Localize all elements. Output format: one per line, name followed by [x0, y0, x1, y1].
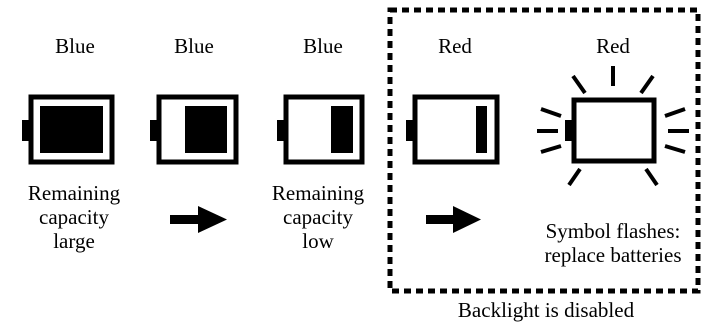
- caption-line: Symbol flashes:: [545, 219, 681, 243]
- battery-icon-very-low: [406, 94, 500, 165]
- state-color-label: Blue: [174, 34, 214, 58]
- battery-icon-low: [277, 94, 365, 165]
- right-arrow-icon: [170, 206, 227, 233]
- state-color-label: Blue: [303, 34, 343, 58]
- state-color-label: Blue: [55, 34, 95, 58]
- caption-backlight-disabled: Backlight is disabled: [457, 298, 635, 322]
- battery-icon-medium: [150, 94, 239, 165]
- state-color-label: Red: [596, 34, 630, 58]
- caption-line: capacity: [283, 205, 353, 229]
- right-arrow-icon: [426, 206, 481, 233]
- caption-line: large: [53, 229, 95, 253]
- battery-icon-large: [22, 94, 115, 165]
- caption-remaining-low: Remaining capacity low: [272, 181, 364, 253]
- caption-symbol-flashes: Symbol flashes: replace batteries: [545, 219, 682, 267]
- battery-icon-flashing: [565, 97, 657, 164]
- caption-remaining-large: Remaining capacity large: [28, 181, 120, 253]
- caption-line: capacity: [39, 205, 109, 229]
- caption-line: Remaining: [271, 181, 365, 205]
- caption-line: Remaining: [27, 181, 121, 205]
- flash-rays: [537, 66, 689, 187]
- caption-line: low: [302, 229, 334, 253]
- state-color-label: Red: [438, 34, 472, 58]
- backlight-disabled-frame: [387, 7, 701, 294]
- caption-line: replace batteries: [544, 243, 682, 267]
